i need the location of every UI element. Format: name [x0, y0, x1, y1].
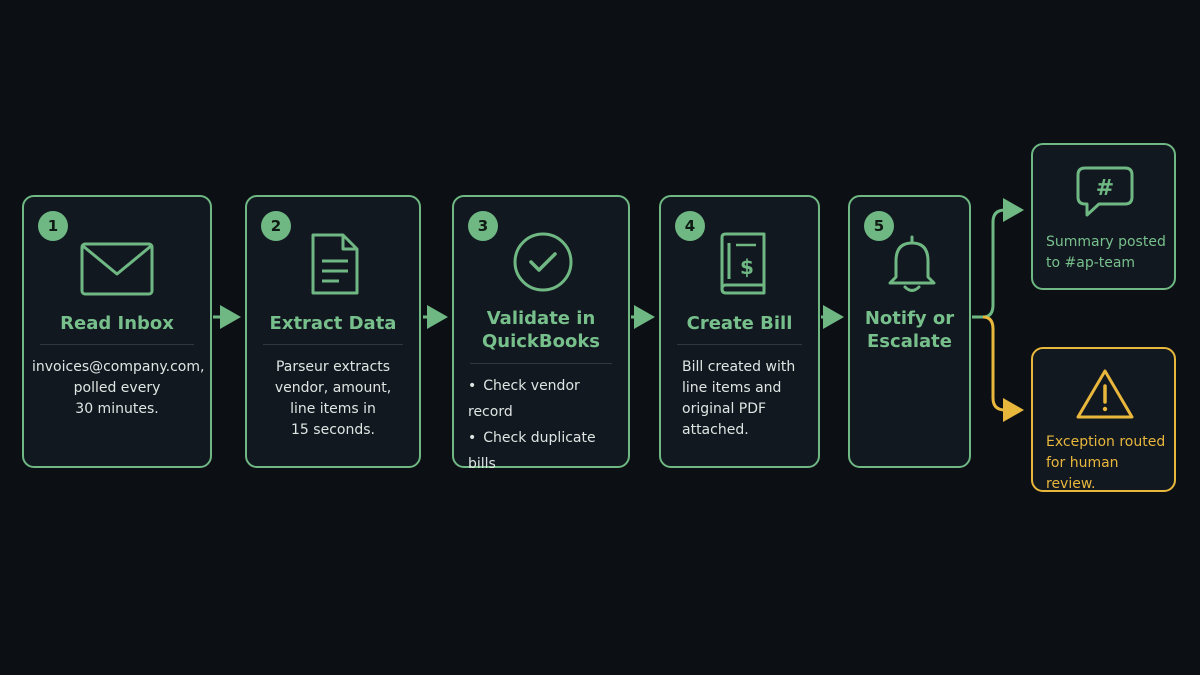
step-divider — [263, 344, 403, 345]
step-card-read-inbox: 1 Read Inbox invoices@company.com, polle… — [22, 195, 212, 468]
step-card-extract-data: 2 Extract Data Parseur extracts vendor, … — [245, 195, 421, 468]
envelope-icon — [79, 241, 155, 297]
ledger-dollar-icon: $ — [714, 231, 770, 297]
step-card-create-bill: 4 $ Create Bill Bill created with line i… — [659, 195, 820, 468]
warning-icon — [1075, 367, 1135, 421]
step-divider — [677, 344, 802, 345]
step-card-validate-quickbooks: 3 Validate in QuickBooks Check vendor re… — [452, 195, 630, 472]
step-description: invoices@company.com, polled every 30 mi… — [32, 359, 205, 417]
validation-checklist: Check vendor record Check duplicate bill… — [468, 373, 622, 477]
outcome-text: Exception routed for human review. — [1046, 434, 1166, 492]
step-number-badge: 5 — [864, 211, 894, 241]
bell-icon — [884, 233, 940, 295]
step-card-notify-escalate: 5 Notify or Escalate — [848, 195, 971, 468]
step-divider — [40, 344, 194, 345]
step-number-badge: 2 — [261, 211, 291, 241]
outcome-card-exception: Exception routed for human review. — [1031, 347, 1176, 492]
check-circle-icon — [512, 231, 574, 293]
chat-hashtag-icon: # — [1075, 165, 1135, 221]
step-number-badge: 4 — [675, 211, 705, 241]
svg-text:$: $ — [740, 255, 754, 279]
step-title: Notify or Escalate — [864, 308, 955, 352]
step-title: Extract Data — [269, 313, 397, 334]
outcome-text: Summary posted to #ap-team — [1046, 234, 1166, 271]
branch-to-exception — [982, 315, 1024, 422]
step-number-badge: 1 — [38, 211, 68, 241]
step-divider — [470, 363, 612, 364]
svg-text:#: # — [1096, 176, 1114, 201]
step-title: Read Inbox — [60, 313, 174, 334]
branch-to-success — [972, 198, 1024, 319]
document-icon — [309, 231, 361, 297]
step-title: Validate in QuickBooks — [481, 308, 601, 352]
list-item: Check duplicate bills — [468, 425, 622, 477]
step-description: Parseur extracts vendor, amount, line it… — [274, 359, 392, 438]
step-description: Bill created with line items and origina… — [682, 359, 796, 438]
step-title: Create Bill — [686, 313, 793, 334]
step-number-badge: 3 — [468, 211, 498, 241]
outcome-card-summary: # Summary posted to #ap-team — [1031, 143, 1176, 290]
list-item: Check vendor record — [468, 373, 622, 425]
